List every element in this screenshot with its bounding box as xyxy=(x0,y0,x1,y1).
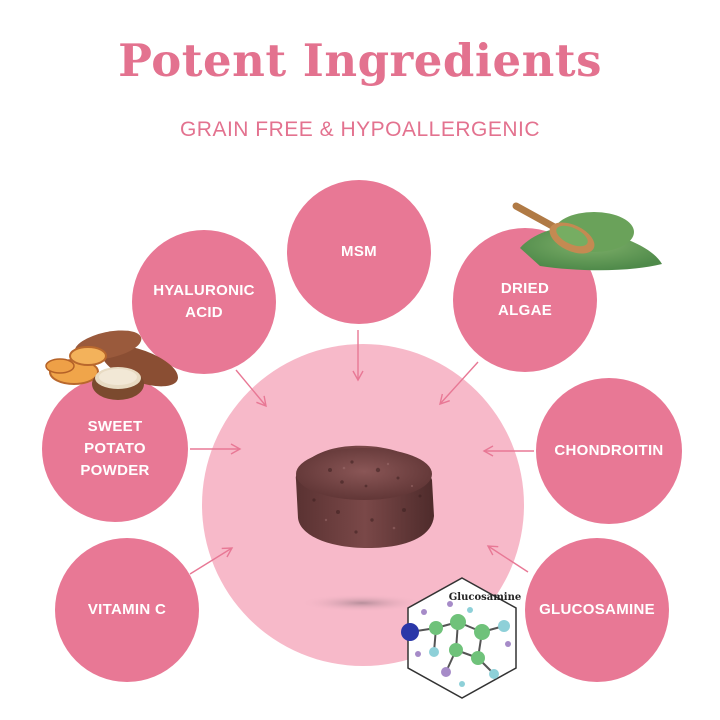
arrow-icon xyxy=(189,547,234,575)
arrow-icon xyxy=(439,361,479,406)
algae-powder-image xyxy=(512,202,662,271)
ingredient-glucosamine: GLUCOSAMINE xyxy=(525,538,669,682)
ingredient-hyaluronic-acid: HYALURONIC ACID xyxy=(132,230,276,374)
soft-chew-image xyxy=(295,445,434,612)
page-subtitle: GRAIN FREE & HYPOALLERGENIC xyxy=(179,118,541,141)
glucosamine-molecule-image: Glucosamine xyxy=(401,577,522,699)
ingredient-chondroitin: CHONDROITIN xyxy=(536,378,682,524)
ingredient-dried-algae: DRIED ALGAE xyxy=(453,228,597,372)
molecule-label: Glucosamine xyxy=(449,592,522,603)
page-title: Potent Ingredients xyxy=(118,34,602,87)
ingredient-sweet-potato-powder: SWEET POTATO POWDER xyxy=(42,376,188,522)
sweet-potato-image xyxy=(45,330,178,400)
arrow-icon xyxy=(235,369,267,408)
arrow-icon-group xyxy=(189,330,534,575)
arrow-icon xyxy=(486,545,529,573)
ingredient-vitamin-c: VITAMIN C xyxy=(55,538,199,682)
ingredient-msm: MSM xyxy=(287,180,431,324)
